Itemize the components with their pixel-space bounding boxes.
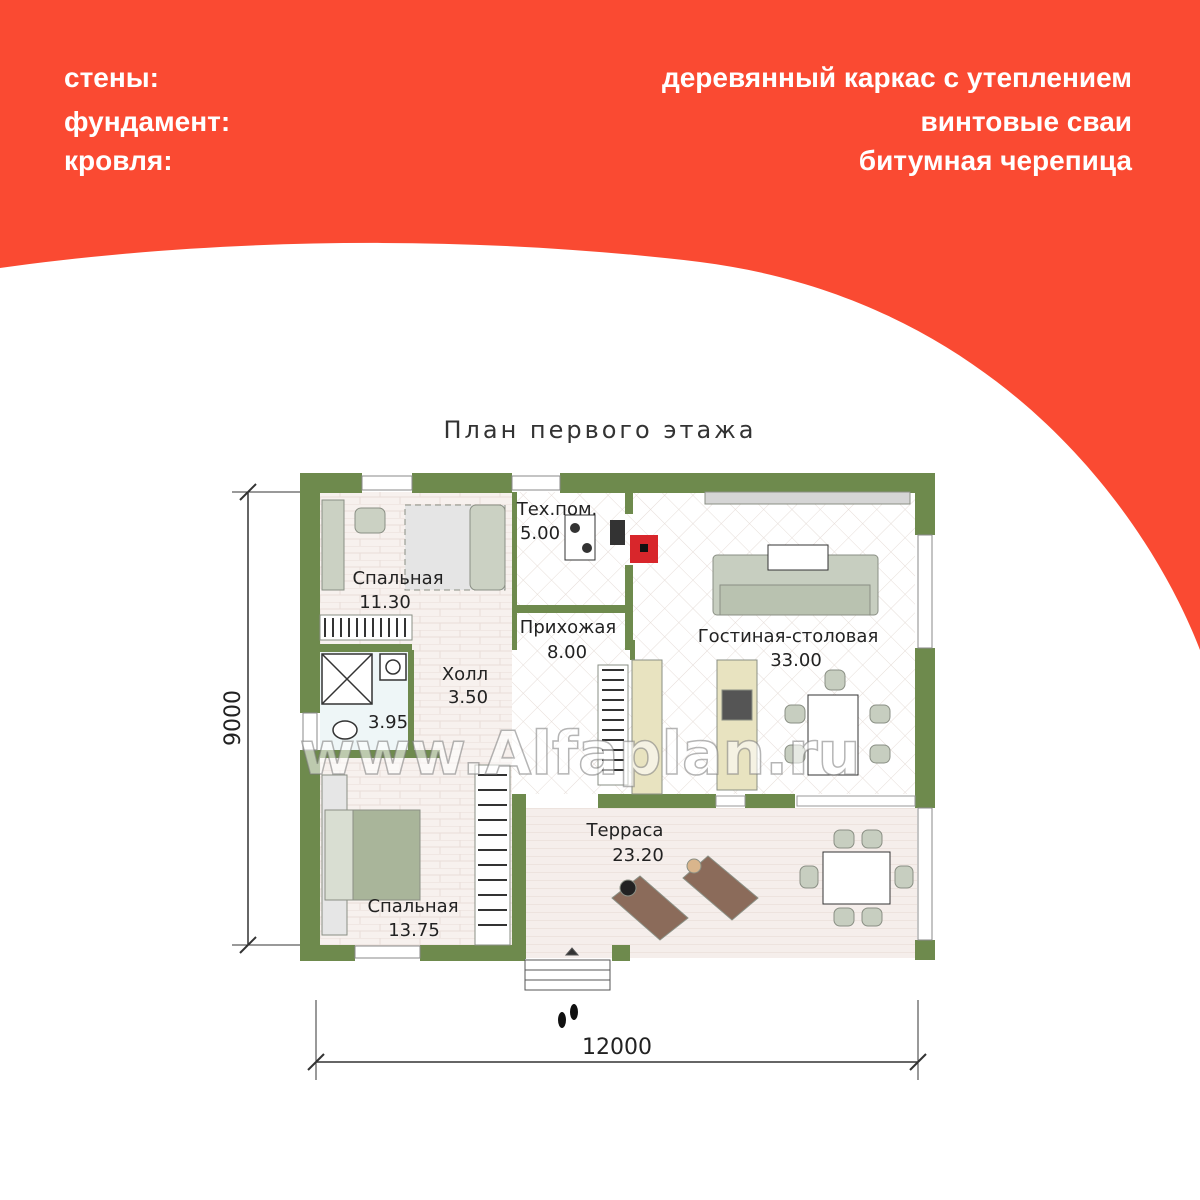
- bedroom2-area: 13.75: [388, 920, 440, 941]
- holl-area: 3.50: [448, 687, 488, 708]
- bedroom2-name: Спальная: [367, 896, 458, 917]
- width-dimension: 12000: [307, 1000, 927, 1080]
- entry-hall-area: 8.00: [547, 642, 587, 663]
- bathroom-area: 3.95: [368, 712, 408, 733]
- walls-label: стены:: [64, 62, 160, 93]
- watermark: www.Alfaplan.ru: [300, 719, 861, 789]
- holl-name: Холл: [442, 664, 488, 685]
- living-room-area: 33.00: [770, 650, 822, 671]
- terrace-furniture: [611, 829, 914, 941]
- foundation-label: фундамент:: [64, 106, 231, 137]
- windows: [302, 475, 933, 959]
- tech-room-name: Тех.пом.: [516, 499, 598, 520]
- entry-hall-name: Прихожая: [520, 617, 616, 638]
- living-room-name: Гостиная-столовая: [698, 626, 879, 647]
- bedroom1-furniture: [319, 499, 506, 641]
- roof-value: битумная черепица: [858, 145, 1132, 176]
- height-dimension: 9000: [221, 483, 300, 954]
- tech-room-equipment: [564, 514, 658, 563]
- bedroom1-area: 11.30: [359, 592, 411, 613]
- interior-walls: [320, 492, 795, 808]
- walls-value: деревянный каркас с утеплением: [661, 62, 1132, 93]
- entrance-steps: [524, 947, 611, 991]
- holl-floor: [412, 650, 512, 750]
- footprints-icon: [558, 1004, 578, 1028]
- terrace-name: Терраса: [586, 820, 664, 841]
- foundation-value: винтовые сваи: [920, 106, 1132, 137]
- bathroom-fixtures: [321, 653, 407, 740]
- width-dimension-label: 12000: [582, 1035, 652, 1060]
- bedroom2-furniture: [321, 764, 511, 946]
- interior-glass: [715, 795, 916, 807]
- plan-title: План первого этажа: [443, 416, 756, 444]
- roof-label: кровля:: [64, 145, 173, 176]
- orange-banner: [0, 0, 1200, 650]
- tech-room-area: 5.00: [520, 523, 560, 544]
- living-furniture: [597, 491, 911, 795]
- living-floor: [630, 492, 915, 794]
- height-dimension-label: 9000: [221, 690, 246, 746]
- terrace-area: 23.20: [612, 845, 664, 866]
- bedroom1-name: Спальная: [352, 568, 443, 589]
- exterior-walls: [300, 473, 935, 961]
